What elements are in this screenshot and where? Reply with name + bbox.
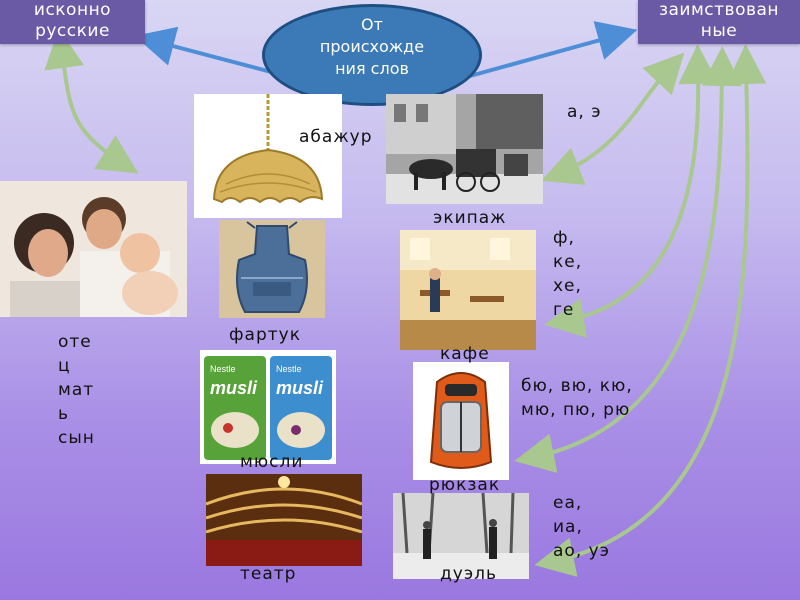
- arrow-to-borrowed: [469, 21, 638, 78]
- arrow-native-family: [44, 28, 139, 174]
- feature-yu-1: бю, вю, кю,: [521, 376, 633, 396]
- feature-ea-list: еа, иа, ао, уэ: [553, 491, 610, 563]
- header-borrowed: заимствован ные: [638, 0, 800, 44]
- word-abazhur: абажур: [299, 127, 373, 147]
- muesli-brand-right: Nestle: [276, 364, 302, 374]
- feature-ea-3: ао, уэ: [553, 541, 611, 561]
- origin-oval: От происхожде ния слов: [262, 4, 482, 106]
- cafe-image: [400, 230, 536, 350]
- word-ryukzak: рюкзак: [429, 475, 501, 495]
- header-native-line2: русские: [35, 21, 110, 41]
- word-fartuk: фартук: [229, 325, 301, 345]
- native-word-3: мат: [58, 380, 95, 400]
- theater-image: [206, 474, 362, 566]
- duel-image: [393, 493, 529, 579]
- feature-a-e: а, э: [567, 102, 602, 122]
- feature-ea-2: иа,: [553, 517, 583, 537]
- feature-yu-list: бю, вю, кю, мю, пю, рю: [521, 374, 633, 422]
- origin-line3: ния слов: [335, 59, 409, 78]
- muesli-brand-left: Nestle: [210, 364, 236, 374]
- arrow-ea: [534, 44, 767, 577]
- feature-f-2: ке,: [553, 252, 583, 272]
- native-words-list: оте ц мат ь сын: [58, 330, 95, 450]
- origin-line2: происхожде: [319, 37, 425, 56]
- backpack-image: [413, 362, 509, 480]
- family-image: [0, 181, 187, 317]
- apron-image: [219, 220, 325, 318]
- lampshade-image: [194, 94, 342, 218]
- word-teatr: театр: [240, 564, 297, 584]
- arrow-a-e: [541, 52, 685, 185]
- header-native-line1: исконно: [33, 0, 112, 20]
- header-borrowed-line2: ные: [700, 21, 738, 41]
- native-word-5: сын: [58, 428, 95, 448]
- origin-line1: От: [361, 15, 383, 34]
- header-borrowed-line1: заимствован: [658, 0, 780, 20]
- word-musli: мюсли: [240, 452, 304, 472]
- native-word-2: ц: [58, 356, 71, 376]
- feature-yu-2: мю, пю, рю: [521, 400, 631, 420]
- header-native: исконно русские: [0, 0, 145, 44]
- native-word-4: ь: [58, 404, 70, 424]
- carriage-image: [386, 94, 543, 204]
- muesli-image: Nestle musli Nestle musli: [200, 350, 336, 464]
- native-word-1: оте: [58, 332, 92, 352]
- muesli-name-right: musli: [276, 378, 324, 398]
- word-kafe: кафе: [440, 344, 490, 364]
- feature-f-4: ге: [553, 300, 575, 320]
- feature-f-list: ф, ке, хе, ге: [553, 226, 582, 322]
- feature-f-1: ф,: [553, 228, 575, 248]
- feature-f-3: хе,: [553, 276, 582, 296]
- feature-ea-1: еа,: [553, 493, 583, 513]
- word-duel: дуэль: [440, 564, 498, 584]
- muesli-name-left: musli: [210, 378, 258, 398]
- word-ekipazh: экипаж: [433, 208, 507, 228]
